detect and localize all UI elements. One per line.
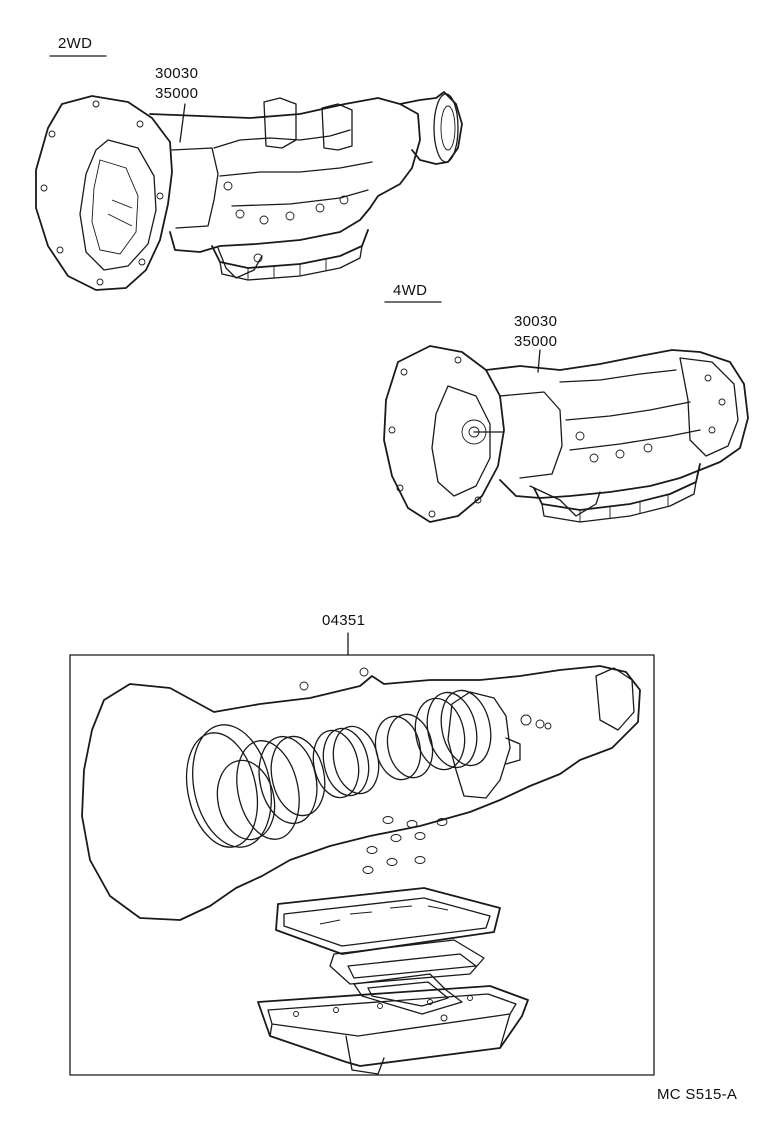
diagram-code: MC S515-A [657,1086,738,1103]
section-title-4wd: 4WD [393,282,428,299]
part-number-2wd-2: 35000 [155,85,199,102]
part-number-2wd-1: 30030 [155,65,199,82]
gasket-kit-frame [69,654,655,1076]
section-title-2wd: 2WD [58,35,93,52]
part-number-4wd-1: 30030 [514,313,558,330]
transmission-2wd-illustration [35,91,463,291]
leader-line-2wd [179,103,186,143]
part-number-gasket-kit: 04351 [322,612,366,629]
part-number-4wd-2: 35000 [514,333,558,350]
transmission-4wd-illustration [383,345,749,523]
gasket-kit-illustration [69,632,655,1076]
